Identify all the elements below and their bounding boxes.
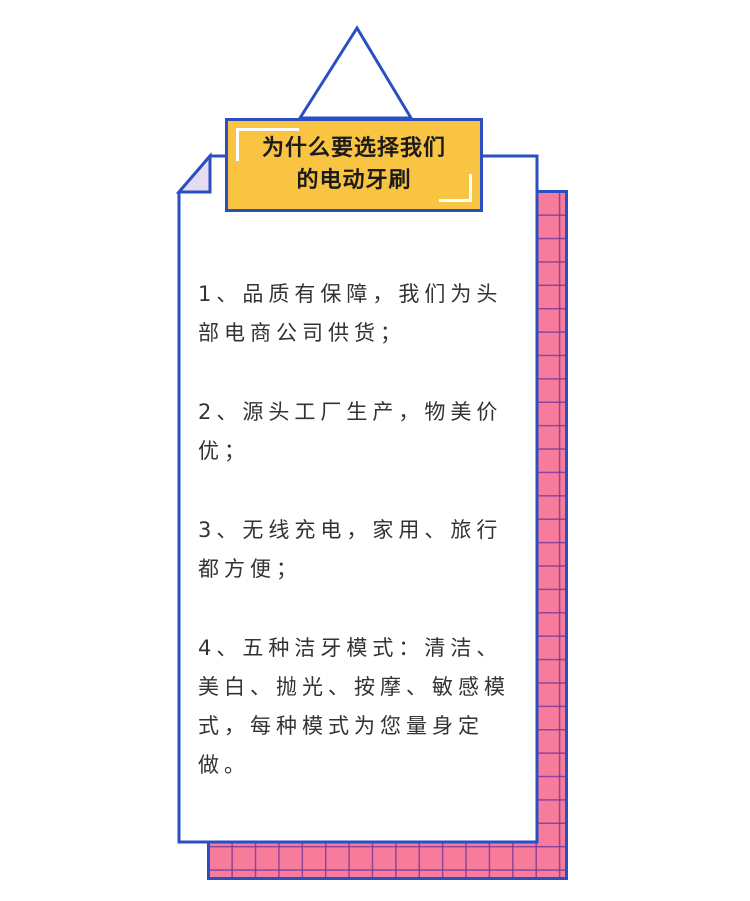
banner-corner-decoration (236, 128, 299, 161)
reason-item: 1、品质有保障，我们为头部电商公司供货； (198, 282, 503, 345)
reason-item: 4、五种洁牙模式：清洁、美白、抛光、按摩、敏感模式，每种模式为您量身定做。 (198, 636, 510, 777)
title-line-1: 为什么要选择我们 (261, 136, 446, 161)
title-banner: 为什么要选择我们 的电动牙刷 (225, 118, 483, 212)
folded-corner (175, 151, 212, 194)
banner-corner-decoration (439, 174, 472, 202)
reason-item: 3、无线充电，家用、旅行都方便； (198, 518, 503, 581)
reasons-list: 1、品质有保障，我们为头部电商公司供货； 2、源头工厂生产，物美价优； 3、无线… (198, 275, 518, 825)
hanger-triangle (297, 25, 414, 120)
title-line-2: 的电动牙刷 (296, 168, 412, 193)
reason-item: 2、源头工厂生产，物美价优； (198, 400, 503, 463)
